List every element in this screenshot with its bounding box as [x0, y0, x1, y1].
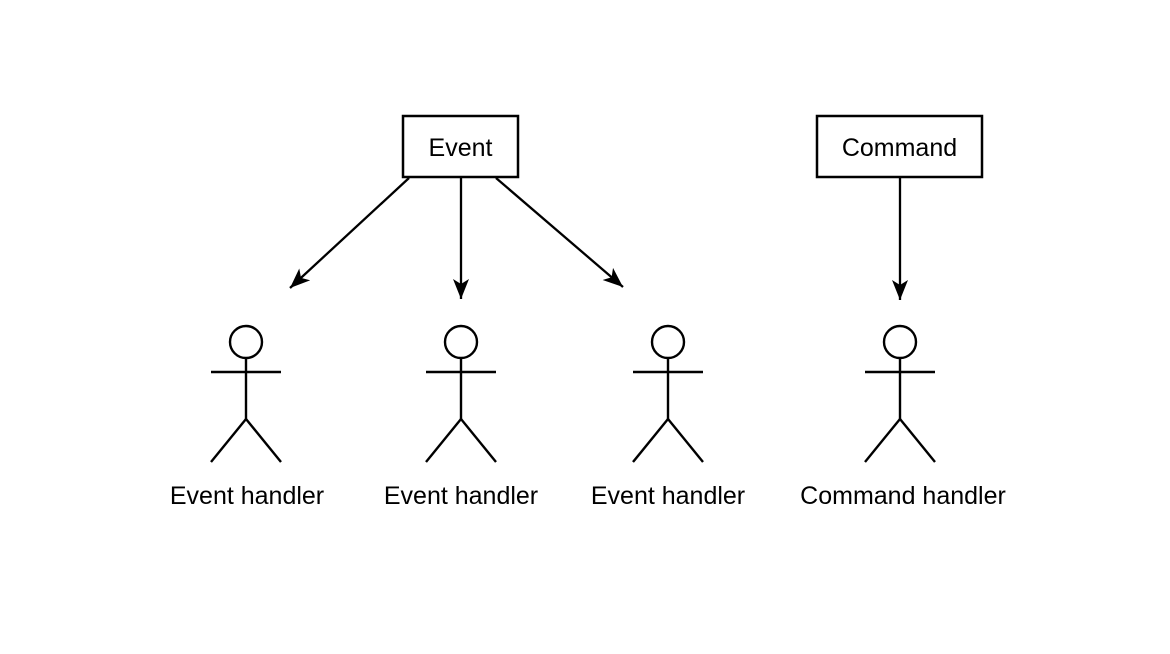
command-box — [815, 114, 984, 179]
arrow-event-to-handler-1 — [289, 177, 410, 289]
actor-event-handler-3: Event handler — [591, 324, 745, 510]
actor-left-leg — [210, 418, 247, 463]
event-box — [401, 114, 520, 179]
actor-head-icon — [882, 324, 918, 360]
actor-right-leg — [245, 418, 282, 463]
command-node: Command — [815, 114, 984, 179]
actor-head-icon — [228, 324, 264, 360]
actor-head-icon — [443, 324, 479, 360]
event-node: Event — [401, 114, 520, 179]
actor-left-leg — [632, 418, 669, 463]
actor-right-leg — [899, 418, 936, 463]
actor-head-icon — [650, 324, 686, 360]
event-box-label: Event — [429, 134, 493, 162]
handler-label: Event handler — [170, 482, 324, 510]
actor-right-leg — [667, 418, 704, 463]
handler-label: Event handler — [591, 482, 745, 510]
actor-left-leg — [864, 418, 901, 463]
actor-event-handler-1: Event handler — [170, 324, 324, 510]
command-box-label: Command — [842, 134, 957, 162]
handler-label: Event handler — [384, 482, 538, 510]
actor-left-leg — [425, 418, 462, 463]
actor-event-handler-2: Event handler — [384, 324, 538, 510]
actor-command-handler: Command handler — [800, 324, 1006, 510]
handler-label: Command handler — [800, 482, 1006, 510]
actor-right-leg — [460, 418, 497, 463]
arrow-event-to-handler-3 — [495, 177, 624, 288]
